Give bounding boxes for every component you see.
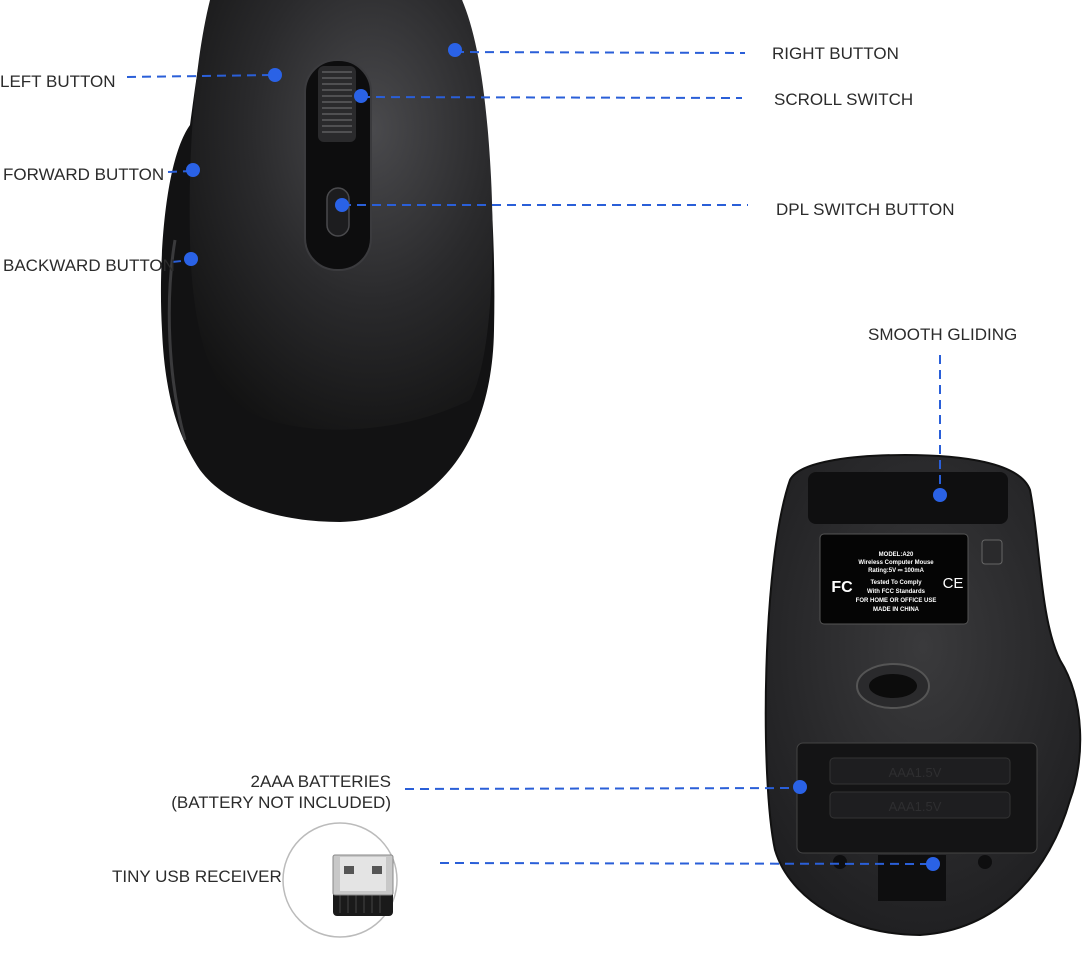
- callout-scroll-switch: SCROLL SWITCH: [774, 90, 913, 109]
- callout-leaders: [126, 43, 947, 871]
- label-rating: Rating:5V ⎓ 100mA: [868, 568, 924, 574]
- label-line4: MADE IN CHINA: [873, 607, 920, 613]
- product-label: [819, 533, 969, 625]
- power-switch: [981, 539, 1003, 565]
- label-line2: With FCC Standards: [867, 589, 926, 595]
- callout-batteries: 2AAA BATTERIES: [251, 772, 391, 791]
- callout-forward-button: FORWARD BUTTON: [3, 165, 164, 184]
- callout-right-button: RIGHT BUTTON: [772, 44, 899, 63]
- label-model: MODEL:A20: [879, 552, 914, 558]
- callout-smooth-gliding: SMOOTH GLIDING: [868, 325, 1017, 344]
- callout-usb-receiver: TINY USB RECEIVER: [112, 867, 282, 886]
- label-line3: FOR HOME OR OFFICE USE: [856, 598, 937, 604]
- battery-marking-2: AAA1.5V: [889, 799, 942, 814]
- scroll-wheel: [318, 66, 356, 142]
- usb-receiver-image: [282, 822, 398, 938]
- label-name: Wireless Computer Mouse: [858, 560, 934, 566]
- mouse-top-view: [160, 0, 495, 522]
- battery-marking-1: AAA1.5V: [889, 765, 942, 780]
- callout-left-button: LEFT BUTTON: [0, 72, 116, 91]
- label-line1: Tested To Comply: [870, 580, 922, 586]
- glide-pad: [808, 472, 1008, 524]
- dpi-button: [326, 187, 350, 237]
- mouse-bottom-view: MODEL:A20 Wireless Computer Mouse Rating…: [764, 453, 1082, 937]
- callout-batteries-note: (BATTERY NOT INCLUDED): [171, 793, 391, 812]
- callout-backward-button: BACKWARD BUTTON: [3, 256, 175, 275]
- fcc-logo: FC: [831, 579, 853, 596]
- callout-dpl-switch-button: DPL SWITCH BUTTON: [776, 200, 955, 219]
- ce-logo: CE: [943, 575, 964, 592]
